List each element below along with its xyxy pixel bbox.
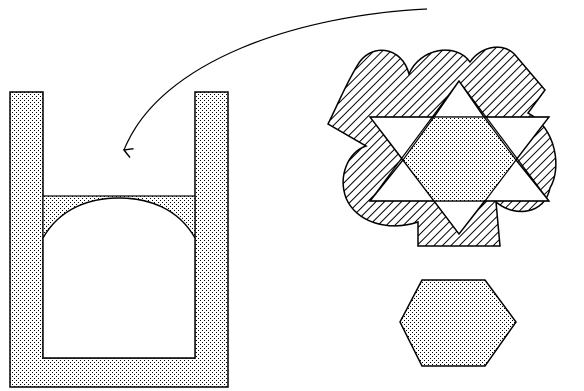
lower-hexagon [400, 280, 516, 366]
dome-insert [43, 198, 195, 358]
